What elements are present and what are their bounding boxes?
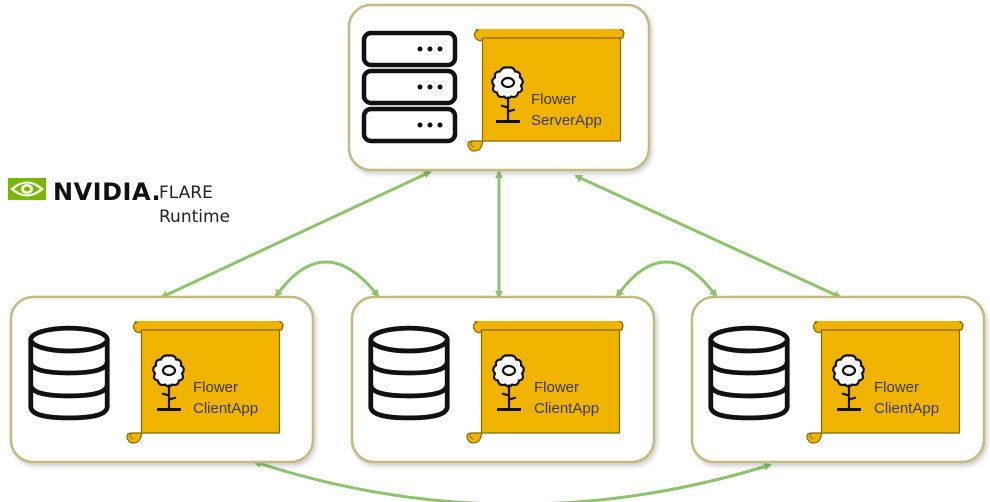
client-app-label-line1: Flower [193,379,238,396]
server-rack-icon [361,30,458,144]
arrow-server-client-1 [160,170,432,299]
client-app-label-line1: Flower [534,379,579,396]
runtime-label: Runtime [159,207,230,227]
client-node-2: Flower ClientApp [350,295,656,464]
client-app-label-line2: ClientApp [534,400,599,417]
client-app-label-line2: ClientApp [193,400,258,417]
database-icon [711,328,787,418]
nvidia-eye-icon [8,178,46,200]
server-app-label-line1: Flower [531,91,576,108]
database-icon [31,328,107,418]
arrow-client-2-client-3 [615,260,718,298]
server-app-label-line2: ServerApp [531,112,602,129]
connection-arrows [160,170,842,502]
client-app-label-line2: ClientApp [874,400,939,417]
database-icon [371,328,447,418]
flare-label: FLARE [159,183,213,203]
arrow-client-1-client-3 [253,460,772,502]
scroll-icon [467,29,625,152]
nvidia-flare-branding: NVIDIA. FLARE Runtime [8,178,230,227]
arrow-server-client-3 [574,174,842,299]
client-node-1: Flower ClientApp [9,295,315,464]
client-node-3: Flower ClientApp [690,295,986,464]
nvidia-logo-text: NVIDIA. [53,178,161,206]
server-node: Flower ServerApp [347,3,651,172]
client-app-label-line1: Flower [874,379,919,396]
arrow-client-1-client-2 [274,260,380,298]
